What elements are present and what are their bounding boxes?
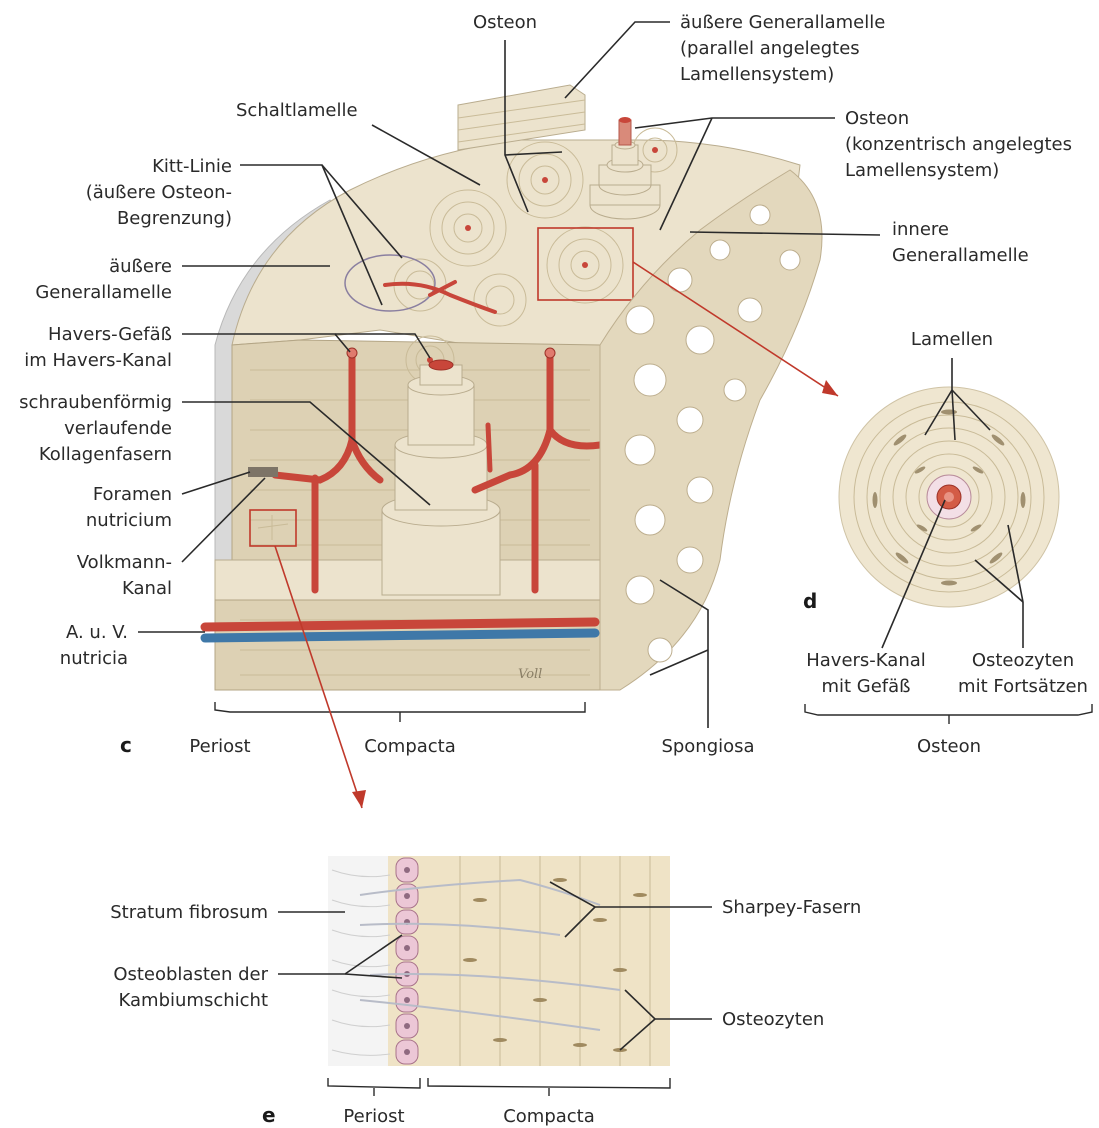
label-aeussere-generallamelle-3: Lamellensystem) bbox=[680, 64, 834, 85]
label-sharpey-fasern: Sharpey-Fasern bbox=[722, 897, 861, 918]
label-osteon-konzentrisch-3: Lamellensystem) bbox=[845, 160, 999, 181]
label-osteozyten-fortsaetze-2: mit Fortsätzen bbox=[958, 676, 1088, 697]
label-kitt-linie-2: (äußere Osteon- bbox=[86, 182, 232, 203]
label-kollagenfasern-2: verlaufende bbox=[64, 418, 172, 439]
label-havers-kanal-2: mit Gefäß bbox=[821, 676, 910, 697]
label-osteozyten-e: Osteozyten bbox=[722, 1009, 824, 1030]
label-schaltlamelle: Schaltlamelle bbox=[236, 100, 358, 121]
label-aeussere-generallamelle-left: äußere bbox=[109, 256, 172, 277]
label-osteoblasten-2: Kambiumschicht bbox=[119, 990, 268, 1011]
label-a-u-v-nutricia: A. u. V. bbox=[66, 622, 128, 643]
label-compacta-e: Compacta bbox=[503, 1106, 595, 1127]
label-havers-kanal: Havers-Kanal bbox=[806, 650, 926, 671]
figure-d-illustration bbox=[839, 387, 1059, 607]
label-stratum-fibrosum: Stratum fibrosum bbox=[110, 902, 268, 923]
label-lamellen: Lamellen bbox=[911, 329, 993, 350]
label-kollagenfasern-3: Kollagenfasern bbox=[39, 444, 172, 465]
label-volkmann-kanal: Volkmann- bbox=[77, 552, 172, 573]
label-osteon-konzentrisch: Osteon bbox=[845, 108, 909, 129]
label-a-u-v-nutricia-2: nutricia bbox=[60, 648, 128, 669]
label-kollagenfasern: schraubenförmig bbox=[19, 392, 172, 413]
label-osteozyten-fortsaetze: Osteozyten bbox=[972, 650, 1074, 671]
label-osteon-top: Osteon bbox=[473, 12, 537, 33]
label-aeussere-generallamelle: äußere Generallamelle bbox=[680, 12, 885, 33]
label-kitt-linie: Kitt-Linie bbox=[152, 156, 232, 177]
label-havers-gefaess: Havers-Gefäß bbox=[48, 324, 172, 345]
figure-e-illustration bbox=[328, 856, 670, 1066]
illustrator-signature: Voll bbox=[518, 667, 542, 682]
label-innere-generallamelle: innere bbox=[892, 219, 949, 240]
panel-e: e bbox=[262, 1103, 276, 1127]
panel-d: d bbox=[803, 589, 817, 613]
label-periost-e: Periost bbox=[343, 1106, 404, 1127]
label-osteoblasten: Osteoblasten der bbox=[113, 964, 268, 985]
label-osteon-konzentrisch-2: (konzentrisch angelegtes bbox=[845, 134, 1072, 155]
label-compacta: Compacta bbox=[364, 736, 456, 757]
panel-c: c bbox=[120, 733, 132, 757]
label-periost: Periost bbox=[189, 736, 250, 757]
label-aeussere-generallamelle-2: (parallel angelegtes bbox=[680, 38, 860, 59]
label-kitt-linie-3: Begrenzung) bbox=[117, 208, 232, 229]
label-innere-generallamelle-2: Generallamelle bbox=[892, 245, 1029, 266]
stacked-osteon-top bbox=[590, 117, 660, 219]
label-spongiosa: Spongiosa bbox=[661, 736, 754, 757]
label-aeussere-generallamelle-left-2: Generallamelle bbox=[35, 282, 172, 303]
label-foramen-nutricium-2: nutricium bbox=[86, 510, 172, 531]
label-osteon-d: Osteon bbox=[917, 736, 981, 757]
label-havers-gefaess-2: im Havers-Kanal bbox=[24, 350, 172, 371]
label-foramen-nutricium: Foramen bbox=[93, 484, 172, 505]
label-volkmann-kanal-2: Kanal bbox=[122, 578, 172, 599]
